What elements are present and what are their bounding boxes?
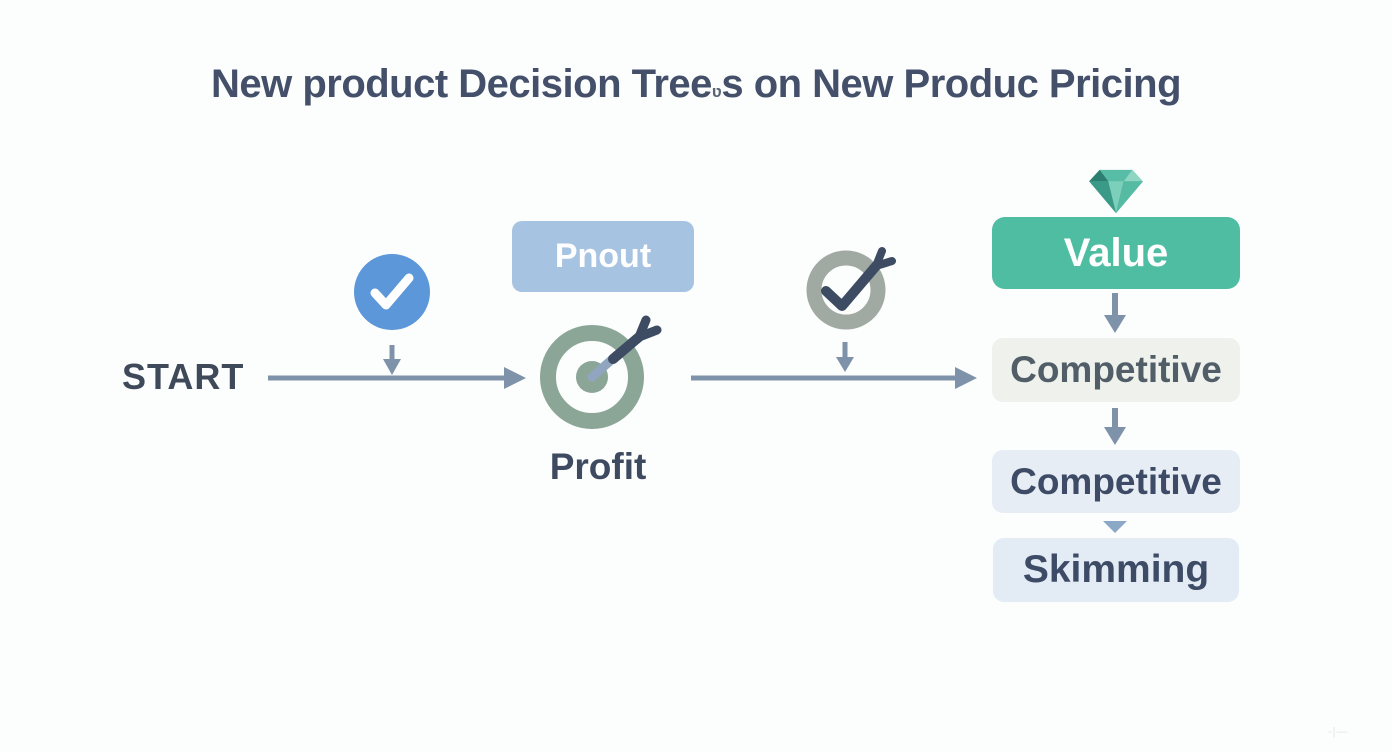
check-circle-icon: [354, 254, 430, 330]
faint-watermark: -|—: [1328, 726, 1349, 738]
page-title-right: s on New Produc Pricing: [721, 62, 1182, 106]
pnout-node: Pnout: [512, 221, 694, 292]
competitive-node-1: Competitive: [992, 338, 1240, 402]
arrow-value-to-competitive: [1104, 293, 1126, 333]
page-title-left: New product Decision Tree: [210, 62, 712, 106]
checkmark-icon: [370, 273, 414, 310]
competitive-node-2: Competitive: [992, 450, 1240, 513]
page-title: New product Decision Treeʋs on New Produ…: [0, 62, 1392, 107]
arrow-ring-check-down: [836, 342, 854, 372]
value-node: Value: [992, 217, 1240, 289]
ring-check-wrench-icon: [806, 247, 896, 330]
profit-label: Profit: [549, 446, 647, 487]
arrow-target-to-competitive: [691, 367, 977, 389]
start-label: START: [122, 356, 245, 397]
arrow-competitive-to-skimming: [1103, 521, 1127, 533]
skimming-node: Skimming: [993, 538, 1239, 602]
diamond-icon: [1089, 169, 1143, 214]
arrow-start-to-target: [268, 367, 526, 389]
title-cursor-glyph: ʋ: [711, 82, 722, 101]
arrow-competitive-to-competitive: [1104, 408, 1126, 445]
arrow-check-circle-down: [383, 345, 401, 375]
target-wrench-icon: [540, 315, 662, 429]
